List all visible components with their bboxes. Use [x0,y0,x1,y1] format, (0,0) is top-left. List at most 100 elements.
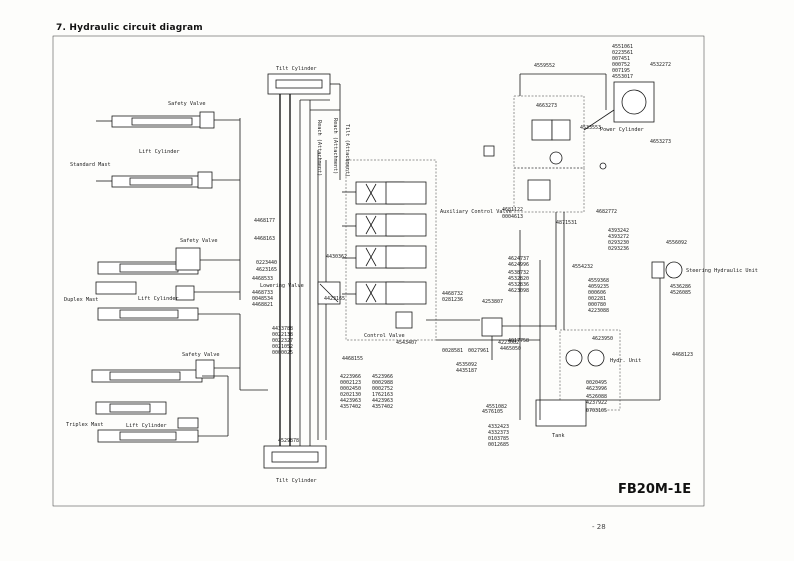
svg-text:4468177: 4468177 [254,218,275,224]
svg-text:0021052: 0021052 [272,344,293,350]
lift-cylinder-label-3: Lift Cylinder [126,423,167,429]
svg-text:4237922: 4237922 [586,400,607,406]
svg-text:4533553: 4533553 [580,125,601,131]
svg-text:000780: 000780 [588,302,606,308]
control-valve-label: Control Valve [364,333,405,339]
tank-label: Tank [552,433,565,439]
svg-text:0223561: 0223561 [612,50,633,56]
svg-text:4423165: 4423165 [324,296,345,302]
svg-text:007451: 007451 [612,56,630,62]
svg-text:4430362: 4430362 [326,254,347,260]
svg-text:4468123: 4468123 [672,352,693,358]
svg-text:0020495: 0020495 [586,380,607,386]
svg-text:4682772: 4682772 [596,209,617,215]
standard-mast-label: Standard Mast [70,162,111,168]
control-valve-bank: Control Valve Auxiliary Control Valve [342,159,512,341]
page-title: 7. Hydraulic circuit diagram [56,23,203,33]
svg-text:0202130: 0202130 [340,392,361,398]
svg-text:4435187: 4435187 [456,368,477,374]
pump-stack: 4535092 4435187 [456,362,477,374]
hydraulic-unit-label: Hydr. Unit [610,358,641,364]
svg-text:1762163: 1762163 [372,392,393,398]
lowering-stack: 4468533 4468733 0048534 4468821 [252,276,273,308]
svg-text:4551082: 4551082 [486,404,507,410]
top-right-stack: 4551061 0223561 007451 000752 007195 455… [612,44,633,80]
svg-text:4357402: 4357402 [372,404,393,410]
svg-text:0002123: 0002123 [340,380,361,386]
svg-text:4623996: 4623996 [586,386,607,392]
svg-text:0103785: 0103785 [488,436,509,442]
svg-text:000752: 000752 [612,62,630,68]
mid-right-stack: 4393242 4393272 0293230 0293236 [608,228,629,252]
reach-label-3: Tilt (Attachment) [344,124,350,177]
svg-text:4663273: 4663273 [536,103,557,109]
svg-text:4535092: 4535092 [456,362,477,368]
svg-text:4624737: 4624737 [508,256,529,262]
svg-text:0002752: 0002752 [372,386,393,392]
triplex-mast-group: Safety Valve Lift Cylinder Triplex Mast [66,314,268,443]
svg-text:4468733: 4468733 [252,290,273,296]
part-4529878: 4529878 [278,438,299,444]
reach-label-2: Reach (Attachment) [332,118,338,174]
svg-text:4871531: 4871531 [556,220,577,226]
svg-text:4554232: 4554232 [572,264,593,270]
svg-text:4223966: 4223966 [340,374,361,380]
lower-right-stack: 0020495 4623996 4526088 4237922 0703105 [586,380,607,414]
svg-text:4624996: 4624996 [508,262,529,268]
lift-cylinder-label-2: Lift Cylinder [138,296,179,302]
model-label: FB20M-1E [618,482,692,497]
svg-text:0223440: 0223440 [256,260,277,266]
svg-text:4423963: 4423963 [340,398,361,404]
left-mid-stack: 4624737 4624996 4538732 4532820 4532836 … [508,256,529,294]
bottom-tank-stack: 4332423 4332373 0103785 0012685 [488,424,509,448]
svg-text:0293236: 0293236 [608,246,629,252]
svg-text:0027961: 0027961 [468,348,489,354]
svg-text:4523966: 4523966 [372,374,393,380]
svg-text:4681122: 4681122 [502,207,523,213]
tilt-cylinder-bottom: 4529878 Tilt Cylinder [263,438,327,484]
duplex-mast-label: Duplex Mast [64,297,98,303]
svg-text:4623950: 4623950 [592,336,613,342]
steering-unit-label: Steering Hydraulic Unit [686,268,758,274]
lowering-valve-label: Lowering Valve [260,283,304,289]
aux-control-valve-label: Auxiliary Control Valve [440,209,512,215]
svg-text:4468155: 4468155 [342,356,363,362]
lift-cylinder-label-1: Lift Cylinder [139,149,180,155]
svg-text:4433788: 4433788 [272,326,293,332]
svg-text:4423963: 4423963 [372,398,393,404]
svg-text:4653273: 4653273 [650,139,671,145]
svg-text:4393242: 4393242 [608,228,629,234]
svg-text:4559368: 4559368 [588,278,609,284]
diagram-frame [52,35,705,507]
svg-text:4332423: 4332423 [488,424,509,430]
svg-text:4223082: 4223082 [498,340,519,346]
right-stack-2: 4559368 4059235 000606 002281 000780 422… [588,278,609,314]
svg-text:0703105: 0703105 [586,408,607,414]
svg-text:4576105: 4576105 [482,409,503,415]
standard-mast-group: Safety Valve Lift Cylinder Standard Mast [70,101,241,300]
svg-text:4468821: 4468821 [252,302,273,308]
tilt-cylinder-top: Tilt Cylinder [267,66,340,95]
svg-text:4536286: 4536286 [670,284,691,290]
lowering-valve: Lowering Valve [260,281,341,305]
svg-text:4468163: 4468163 [254,236,275,242]
svg-text:4332373: 4332373 [488,430,509,436]
svg-text:0002450: 0002450 [340,386,361,392]
svg-text:007195: 007195 [612,68,630,74]
svg-text:0022327: 0022327 [272,338,293,344]
power-cylinder-label: Power Cylinder [600,127,644,133]
svg-text:4468533: 4468533 [252,276,273,282]
svg-text:4556092: 4556092 [666,240,687,246]
page-number: - 28 [592,523,606,531]
svg-text:4559552: 4559552 [534,63,555,69]
main-hoses [279,84,341,446]
svg-text:4553017: 4553017 [612,74,633,80]
svg-text:000606: 000606 [588,290,606,296]
svg-text:0002988: 0002988 [372,380,393,386]
svg-text:4623098: 4623098 [508,288,529,294]
svg-text:4017758: 4017758 [508,338,529,344]
svg-text:0028581: 0028581 [442,348,463,354]
svg-text:4526088: 4526088 [586,394,607,400]
safety-valve-label-1: Safety Valve [168,101,205,107]
power-cylinder-group: Power Cylinder [483,73,655,330]
